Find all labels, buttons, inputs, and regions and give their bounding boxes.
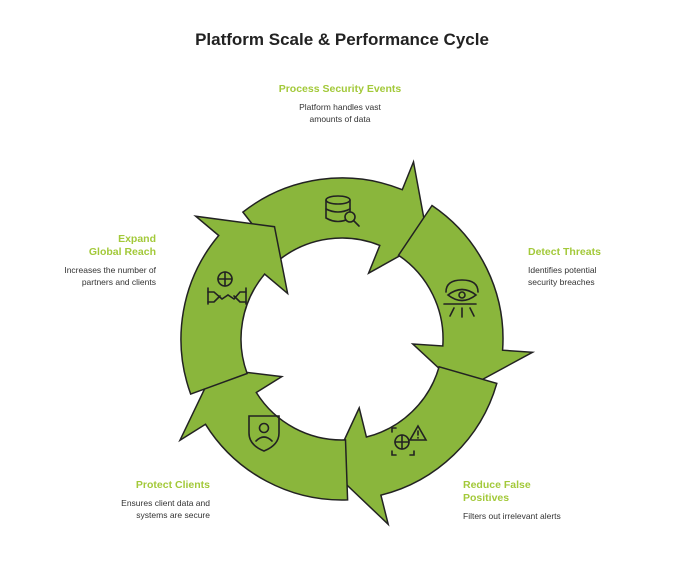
step-description: Increases the number of partners and cli… — [64, 265, 156, 287]
handshake-globe-icon — [207, 271, 247, 305]
cycle-arrow-1 — [241, 159, 429, 275]
step-description: Filters out irrelevant alerts — [463, 511, 561, 521]
eye-scan-icon — [443, 279, 479, 318]
cycle-arrow-5 — [180, 215, 289, 396]
step-process-security-events: Process Security Events Platform handles… — [270, 83, 410, 125]
alert-filter-icon — [391, 424, 428, 456]
step-description: Ensures client data and systems are secu… — [121, 498, 210, 520]
database-search-icon — [325, 195, 360, 227]
shield-user-icon — [248, 415, 280, 452]
cycle-arrow-4 — [178, 367, 349, 501]
step-title: Detect Threats — [528, 246, 601, 258]
diagram-title: Platform Scale & Performance Cycle — [195, 30, 489, 49]
step-detect-threats: Detect Threats Identifies potential secu… — [528, 246, 658, 288]
step-description: Platform handles vast amounts of data — [299, 102, 381, 124]
step-protect-clients: Protect Clients Ensures client data and … — [96, 479, 210, 521]
cycle-arrow-3 — [329, 365, 498, 527]
step-expand-global-reach: Expand Global Reach Increases the number… — [44, 233, 156, 288]
cycle-arrows — [178, 159, 536, 527]
step-title: Expand Global Reach — [88, 233, 156, 258]
step-title: Reduce False Positives — [463, 479, 531, 504]
cycle-arrow-2 — [397, 204, 536, 392]
step-description: Identifies potential security breaches — [528, 265, 597, 287]
step-title: Protect Clients — [135, 479, 210, 491]
step-title: Process Security Events — [278, 83, 402, 95]
step-reduce-false-positives: Reduce False Positives Filters out irrel… — [463, 479, 563, 522]
